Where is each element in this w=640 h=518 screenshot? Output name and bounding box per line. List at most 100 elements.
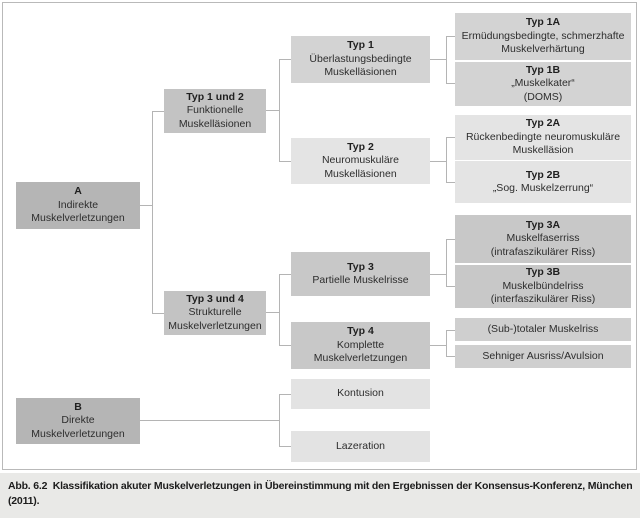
connector-line	[279, 59, 280, 162]
node-kontusion: Kontusion	[291, 379, 430, 409]
node-typ-1: Typ 1 Überlastungsbedingte Muskelläsione…	[291, 36, 430, 83]
node-text: Rückenbedingte neuromuskuläre	[465, 130, 621, 143]
node-typ-3a: Typ 3A Muskelfaserriss (intrafaszikuläre…	[455, 215, 631, 263]
node-text: Neuromuskuläre	[321, 154, 400, 167]
node-typ-1a: Typ 1A Ermüdungsbedingte, schmerzhafte M…	[455, 13, 631, 60]
connector-line	[279, 274, 280, 346]
connector-line	[266, 312, 280, 313]
figure-caption: Abb. 6.2 Klassifikation akuter Muskelver…	[0, 473, 640, 518]
node-title: Typ 2B	[525, 168, 561, 181]
node-text: Muskelverletzungen	[31, 427, 125, 440]
node-text: „Muskelkater“	[511, 77, 575, 90]
connector-line	[279, 161, 292, 162]
connector-line	[138, 205, 153, 206]
node-text: Muskelfaserriss	[506, 232, 580, 245]
node-text: Strukturelle	[188, 306, 242, 319]
connector-line	[279, 345, 292, 346]
connector-line	[446, 330, 447, 357]
node-title: Typ 1	[347, 39, 374, 52]
node-title: Typ 1B	[525, 63, 561, 76]
node-title: Typ 2	[347, 140, 374, 153]
node-typ-3-und-4: Typ 3 und 4 Strukturelle Muskelverletzun…	[164, 291, 266, 335]
node-title: Typ 1 und 2	[186, 90, 244, 103]
node-typ-4: Typ 4 Komplette Muskelverletzungen	[291, 322, 430, 369]
node-lazeration: Lazeration	[291, 431, 430, 462]
node-text: „Sog. Muskelzerrung“	[492, 182, 594, 194]
node-title: Typ 4	[347, 325, 374, 338]
caption-text-continued: (2011).	[8, 495, 40, 507]
caption-line-1: Abb. 6.2 Klassifikation akuter Muskelver…	[8, 480, 633, 492]
connector-line	[446, 83, 456, 84]
node-text: Indirekte	[57, 198, 99, 211]
node-typ-1b: Typ 1B „Muskelkater“ (DOMS)	[455, 62, 631, 106]
node-text: Komplette	[336, 338, 385, 351]
node-text: Muskelläsionen	[324, 167, 397, 180]
connector-line	[446, 239, 456, 240]
node-subtotaler-muskelriss: (Sub-)totaler Muskelriss	[455, 318, 631, 341]
node-text: Muskelverletzungen	[168, 319, 262, 332]
node-text: (DOMS)	[523, 90, 563, 103]
diagram-panel: A Indirekte Muskelverletzungen B Direkte…	[2, 2, 637, 470]
node-text: Muskelbündelriss	[502, 279, 584, 292]
node-text: Ermüdungsbedingte, schmerzhafte	[461, 29, 625, 42]
connector-line	[446, 36, 447, 84]
connector-line	[279, 59, 292, 60]
connector-line	[430, 345, 447, 346]
connector-line	[446, 137, 456, 138]
node-sehniger-ausriss: Sehniger Ausriss/Avulsion	[455, 345, 631, 368]
connector-line	[279, 394, 292, 395]
connector-line	[446, 137, 447, 183]
node-text: (interfaszikulärer Riss)	[490, 293, 596, 306]
node-title: Typ 3B	[525, 266, 561, 279]
node-typ-2b: Typ 2B „Sog. Muskelzerrung“	[455, 161, 631, 203]
connector-line	[430, 161, 447, 162]
node-title: Typ 3A	[525, 218, 561, 231]
node-text: (Sub-)totaler Muskelriss	[487, 322, 599, 335]
node-text: Muskelverletzungen	[313, 352, 408, 365]
node-text: Partielle Muskelrisse	[312, 274, 409, 286]
node-text: Kontusion	[337, 387, 384, 400]
node-text: Muskelläsion	[512, 144, 574, 157]
connector-line	[446, 330, 456, 331]
node-text: Muskelläsionen	[178, 117, 252, 130]
node-title: A	[74, 185, 82, 198]
node-text: Überlastungsbedingte	[309, 52, 412, 65]
node-title: Typ 3	[347, 260, 374, 273]
node-typ-2: Typ 2 Neuromuskuläre Muskelläsionen	[291, 138, 430, 184]
node-text: Muskelverletzungen	[31, 212, 125, 225]
connector-line	[138, 420, 280, 421]
node-text: Direkte	[61, 414, 95, 427]
node-text: Muskelverhärtung	[501, 43, 585, 56]
node-title: B	[74, 400, 82, 413]
connector-line	[279, 446, 292, 447]
node-typ-2a: Typ 2A Rückenbedingte neuromuskuläre Mus…	[455, 115, 631, 160]
node-title: Typ 2A	[525, 117, 561, 130]
node-title: Typ 3 und 4	[186, 292, 244, 305]
node-text: Lazeration	[335, 439, 386, 452]
connector-line	[152, 313, 165, 314]
connector-line	[279, 394, 280, 447]
connector-line	[279, 274, 292, 275]
connector-line	[266, 110, 280, 111]
connector-line	[152, 111, 153, 314]
connector-line	[446, 286, 456, 287]
connector-line	[446, 356, 456, 357]
node-title: Typ 1A	[525, 16, 561, 29]
connector-line	[430, 274, 447, 275]
connector-line	[446, 36, 456, 37]
connector-line	[446, 239, 447, 287]
connector-line	[152, 111, 165, 112]
node-typ-3b: Typ 3B Muskelbündelriss (interfaszikulär…	[455, 265, 631, 308]
connector-line	[446, 182, 456, 183]
node-b-direkte: B Direkte Muskelverletzungen	[16, 398, 140, 444]
connector-line	[430, 59, 447, 60]
node-text: Sehniger Ausriss/Avulsion	[482, 349, 604, 362]
node-a-indirekte: A Indirekte Muskelverletzungen	[16, 182, 140, 229]
node-typ-1-und-2: Typ 1 und 2 Funktionelle Muskelläsionen	[164, 89, 266, 133]
node-typ-3: Typ 3 Partielle Muskelrisse	[291, 252, 430, 296]
node-text: Muskelläsionen	[324, 66, 397, 79]
caption-label: Abb. 6.2	[8, 480, 48, 492]
node-text: Funktionelle	[186, 104, 244, 117]
node-text: (intrafaszikulärer Riss)	[490, 245, 596, 258]
